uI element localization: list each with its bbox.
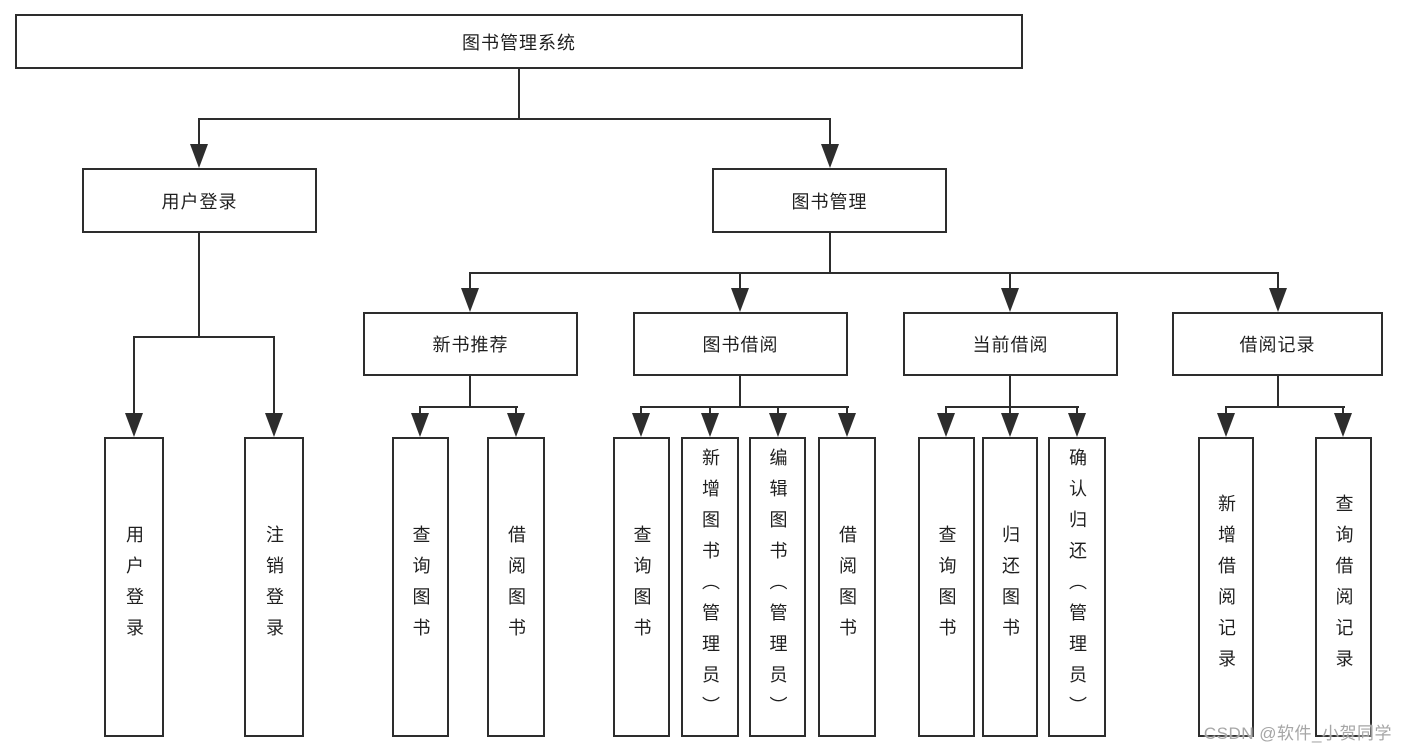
node-user-login-leaf-label: 用户登录 (124, 525, 144, 649)
node-logout-leaf: 注销登录 (244, 437, 304, 737)
node-cb-query-book-label: 查询图书 (936, 525, 957, 649)
node-current-borrow-label: 当前借阅 (972, 335, 1049, 355)
connector-line (133, 336, 275, 338)
connector-line (1342, 406, 1344, 417)
connector-line (133, 336, 135, 417)
connector-line (777, 406, 779, 417)
node-nb-borrow-book: 借阅图书 (487, 437, 545, 737)
connector-line (829, 233, 831, 274)
node-borrow-record-label: 借阅记录 (1239, 335, 1316, 355)
arrow-down-icon (1217, 413, 1235, 437)
node-user-login-label: 用户登录 (161, 191, 238, 212)
connector-line (469, 272, 1279, 274)
node-user-login: 用户登录 (82, 168, 317, 233)
connector-line (945, 406, 947, 417)
arrow-down-icon (1068, 413, 1086, 437)
node-br-query-record-label: 查询借阅记录 (1333, 494, 1354, 680)
arrow-down-icon (1334, 413, 1352, 437)
node-borrow-record: 借阅记录 (1172, 312, 1383, 376)
connector-line (846, 406, 848, 417)
node-root: 图书管理系统 (15, 14, 1023, 69)
node-br-add-record: 新增借阅记录 (1198, 437, 1254, 737)
arrow-down-icon (937, 413, 955, 437)
connector-line (515, 406, 517, 417)
node-bb-edit-book-admin: 编辑图书（管理员） (749, 437, 806, 737)
connector-line (1009, 406, 1011, 417)
arrow-down-icon (1001, 413, 1019, 437)
connector-line (419, 406, 518, 408)
connector-line (640, 406, 642, 417)
connector-line (709, 406, 711, 417)
node-bb-add-book-admin: 新增图书（管理员） (681, 437, 739, 737)
connector-line (273, 336, 275, 417)
arrow-down-icon (821, 144, 839, 168)
node-cb-confirm-return-admin: 确认归还（管理员） (1048, 437, 1106, 737)
connector-line (640, 406, 849, 408)
arrow-down-icon (125, 413, 143, 437)
arrow-down-icon (1269, 288, 1287, 312)
connector-line (198, 118, 200, 148)
connector-line (739, 272, 741, 292)
node-book-borrow-label: 图书借阅 (702, 335, 779, 355)
arrow-down-icon (731, 288, 749, 312)
node-br-add-record-label: 新增借阅记录 (1216, 494, 1236, 680)
node-book-borrow: 图书借阅 (633, 312, 848, 376)
connector-line (1225, 406, 1227, 417)
connector-line (829, 118, 831, 148)
arrow-down-icon (190, 144, 208, 168)
node-bb-query-book-label: 查询图书 (631, 525, 652, 649)
connector-line (945, 406, 1079, 408)
connector-line (469, 272, 471, 292)
connector-line (739, 376, 741, 407)
node-root-label: 图书管理系统 (462, 32, 576, 53)
node-nb-query-book: 查询图书 (392, 437, 449, 737)
node-new-book-recommend-label: 新书推荐 (432, 335, 509, 355)
arrow-down-icon (461, 288, 479, 312)
node-user-login-leaf: 用户登录 (104, 437, 164, 737)
node-logout-leaf-label: 注销登录 (264, 525, 284, 649)
connector-line (469, 376, 471, 407)
connector-line (1076, 406, 1078, 417)
arrow-down-icon (632, 413, 650, 437)
arrow-down-icon (265, 413, 283, 437)
connector-line (198, 233, 200, 338)
node-new-book-recommend: 新书推荐 (363, 312, 578, 376)
node-nb-borrow-book-label: 借阅图书 (506, 525, 526, 649)
node-cb-query-book: 查询图书 (918, 437, 975, 737)
connector-line (518, 69, 520, 119)
arrow-down-icon (701, 413, 719, 437)
arrow-down-icon (838, 413, 856, 437)
node-cb-return-book: 归还图书 (982, 437, 1038, 737)
node-book-management-label: 图书管理 (791, 191, 868, 212)
node-current-borrow: 当前借阅 (903, 312, 1118, 376)
arrow-down-icon (411, 413, 429, 437)
connector-line (1277, 272, 1279, 292)
arrow-down-icon (507, 413, 525, 437)
node-cb-return-book-label: 归还图书 (1000, 525, 1020, 649)
arrow-down-icon (1001, 288, 1019, 312)
connector-line (419, 406, 421, 417)
node-bb-edit-book-admin-label: 编辑图书（管理员） (767, 447, 788, 727)
node-br-query-record: 查询借阅记录 (1315, 437, 1372, 737)
connector-line (1225, 406, 1345, 408)
node-book-management: 图书管理 (712, 168, 947, 233)
arrow-down-icon (769, 413, 787, 437)
node-cb-confirm-return-admin-label: 确认归还（管理员） (1067, 447, 1087, 727)
node-nb-query-book-label: 查询图书 (410, 525, 431, 649)
node-bb-borrow-book: 借阅图书 (818, 437, 876, 737)
connector-line (198, 118, 831, 120)
connector-line (1009, 272, 1011, 292)
connector-line (1009, 376, 1011, 407)
watermark: CSDN @软件_小贺同学 (1203, 724, 1392, 743)
node-bb-borrow-book-label: 借阅图书 (837, 525, 857, 649)
node-bb-query-book: 查询图书 (613, 437, 670, 737)
node-bb-add-book-admin-label: 新增图书（管理员） (700, 447, 720, 727)
connector-line (1277, 376, 1279, 407)
